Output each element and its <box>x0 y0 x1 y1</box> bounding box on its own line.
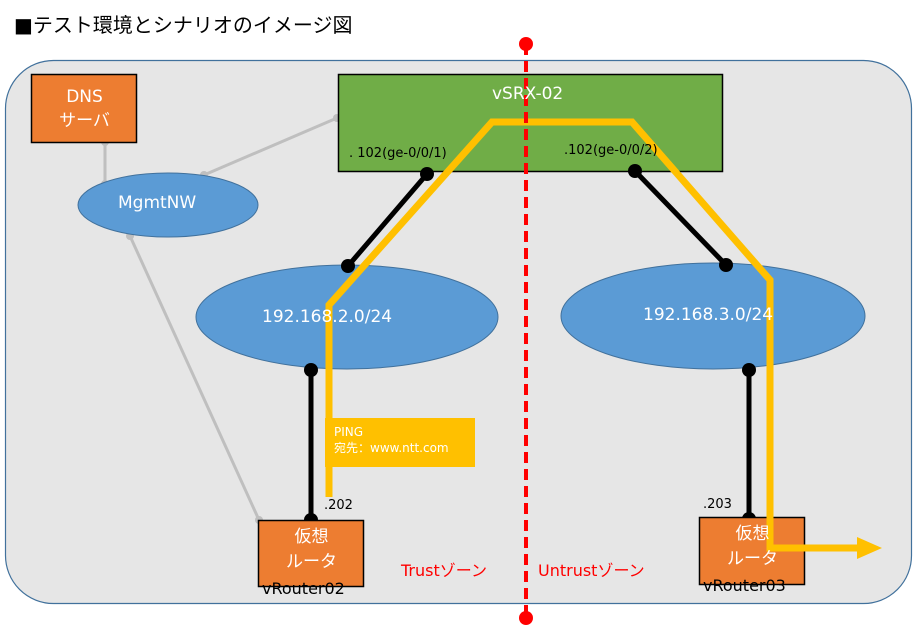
vsrx-interface-right: .102(ge-0/0/2) <box>564 143 658 158</box>
link-vsrx-net2 <box>346 172 429 268</box>
zone-boundary-top-dot <box>519 37 533 51</box>
network-192-168-3 <box>560 262 866 370</box>
router03-ip: .203 <box>703 497 732 512</box>
network-192-168-2-label: 192.168.2.0/24 <box>262 307 393 327</box>
mgmt-network-label: MgmtNW <box>118 193 197 213</box>
untrust-zone-label: Untrustゾーン <box>538 561 645 580</box>
link-endpoint-dot <box>719 258 733 272</box>
router03-label-1: 仮想 <box>735 524 770 544</box>
diagram-title: ■テスト環境とシナリオのイメージ図 <box>14 13 353 37</box>
network-192-168-3-label: 192.168.3.0/24 <box>643 305 774 325</box>
router02-label-1: 仮想 <box>294 527 329 547</box>
link-endpoint-dot <box>628 164 642 178</box>
zone-boundary-bottom-dot <box>519 611 533 625</box>
router02-ip: .202 <box>324 498 353 513</box>
link-mgmt-vsrx <box>203 116 338 177</box>
trust-zone-label: Trustゾーン <box>401 561 487 580</box>
router02-box <box>257 519 365 588</box>
mgmt-network <box>77 172 259 238</box>
ping-callout-title: PING <box>334 425 364 439</box>
ping-path <box>325 118 860 552</box>
dns-server-label-2: サーバ <box>59 111 110 131</box>
ping-path-arrowhead <box>857 537 882 559</box>
dns-server-box <box>30 73 138 144</box>
ping-callout: PING 宛先：www.ntt.com <box>334 424 449 456</box>
link-endpoint-dot <box>304 363 318 377</box>
vsrx-interface-left: . 102(ge-0/0/1) <box>349 146 447 161</box>
ping-callout-bg <box>325 418 475 467</box>
vsrx-label[interactable]: vSRX-02 <box>492 84 564 104</box>
router02[interactable]: 仮想 ルータ <box>259 522 364 578</box>
router03-label-2: ルータ <box>727 549 778 569</box>
dns-server[interactable]: DNS サーバ <box>32 76 137 142</box>
link-vsrx-net3 <box>633 169 728 267</box>
link-endpoint-dot <box>341 259 355 273</box>
router03-name: vRouter03 <box>703 576 786 595</box>
zone-boundary <box>519 37 533 625</box>
router02-name: vRouter02 <box>262 579 345 598</box>
router02-label-2: ルータ <box>286 552 337 572</box>
ping-callout-destination: 宛先：www.ntt.com <box>334 441 449 455</box>
link-endpoint-dot <box>742 363 756 377</box>
link-endpoint-dot <box>420 167 434 181</box>
dns-server-label-1: DNS <box>66 87 103 107</box>
router03[interactable]: 仮想 ルータ <box>700 519 805 575</box>
link-mgmt-router02 <box>128 235 261 521</box>
